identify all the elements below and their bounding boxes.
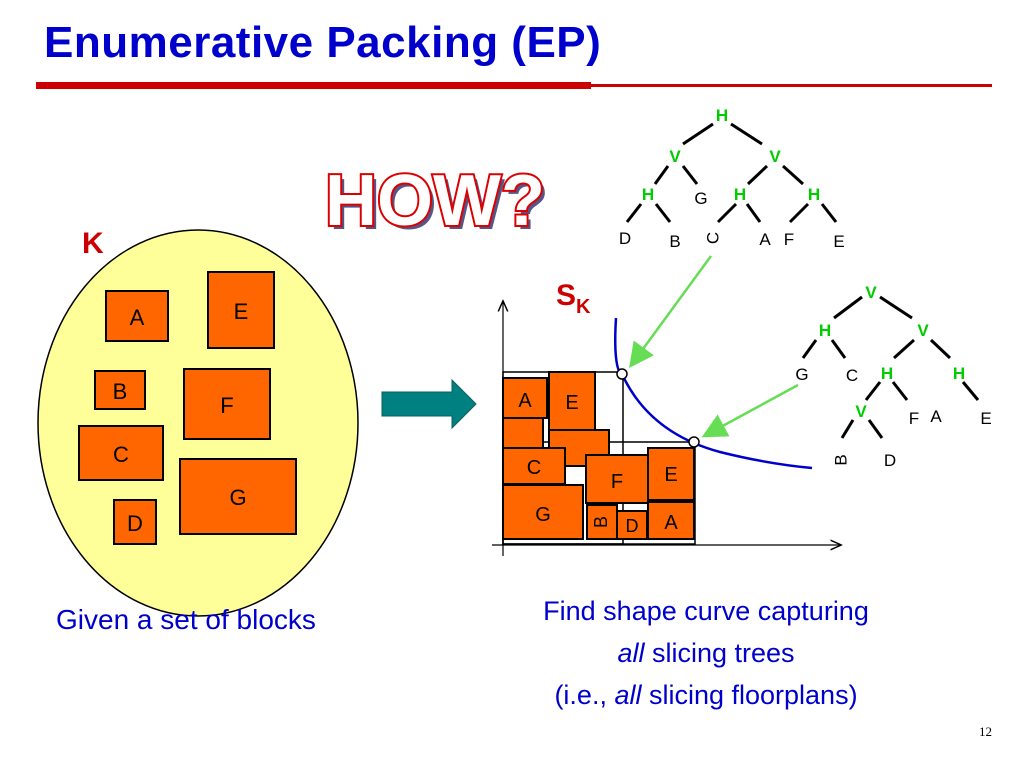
- block-set: A E B F C G D: [78, 271, 297, 545]
- packed-g-label: G: [535, 504, 551, 526]
- packed-a-label: A: [518, 390, 532, 412]
- tree2-op-4: H: [953, 364, 965, 383]
- block-d: [113, 499, 157, 545]
- tree2-op-0: V: [865, 283, 877, 302]
- tree2-leaf-b: B: [831, 454, 850, 465]
- packed-f-label: F: [611, 471, 623, 493]
- tree1-leaf-c: C: [703, 232, 722, 244]
- tree2-op-3: H: [881, 364, 893, 383]
- tree2-leaf-e: E: [980, 409, 991, 428]
- title-underline-accent: [36, 82, 591, 89]
- tree2-leaf-c: C: [846, 366, 858, 385]
- caption-right-line3-pre: (i.e.,: [554, 680, 615, 710]
- caption-right-line3: (i.e., all slicing floorplans): [486, 674, 926, 716]
- curve-label-sub: K: [576, 296, 591, 318]
- how-text: HOW?: [325, 161, 545, 241]
- tree1-op-3: H: [642, 185, 654, 204]
- packed-e2-label: E: [664, 464, 677, 486]
- slide-title: Enumerative Packing (EP): [44, 18, 602, 67]
- tree2-leaf-d: D: [884, 451, 896, 470]
- set-label: K: [82, 227, 104, 260]
- curve-label: SK: [556, 279, 591, 318]
- curve-point-1: [616, 368, 628, 380]
- tree1-op-2: V: [769, 147, 781, 166]
- tree1-op-0: H: [716, 106, 728, 125]
- caption-right-line2: all slicing trees: [486, 632, 926, 674]
- block-a-label: A: [130, 305, 145, 330]
- tree2-leaf-a: A: [930, 407, 942, 426]
- packed-d-label: D: [626, 516, 639, 536]
- curve-point-2: [688, 436, 700, 448]
- block-c: [78, 425, 164, 481]
- caption-right-line3-em: all: [614, 680, 642, 710]
- block-a: [105, 290, 169, 342]
- block-g-label: G: [229, 485, 246, 510]
- right-arrow-icon: [381, 378, 477, 430]
- tree1-leaf-g: G: [694, 189, 707, 208]
- packed-blocks: A E C F E G B D A: [502, 371, 695, 540]
- caption-right-line3-rest: slicing floorplans): [641, 680, 858, 710]
- block-e: [207, 271, 275, 349]
- page-number: 12: [979, 724, 992, 739]
- packed-b-label: B: [591, 516, 611, 528]
- curve-label-main: S: [556, 279, 576, 312]
- block-e-label: E: [234, 299, 249, 324]
- tree1-op-4: H: [734, 185, 746, 204]
- tree1-op-1: V: [669, 147, 681, 166]
- block-c-label: C: [113, 442, 129, 467]
- block-b: [94, 370, 146, 410]
- tree1-op-5: H: [808, 185, 820, 204]
- block-f: [183, 368, 271, 440]
- block-f-label: F: [220, 393, 233, 418]
- tree2-op-1: H: [819, 321, 831, 340]
- tree1-leaf-d: D: [619, 229, 631, 248]
- tree1-leaf-a: A: [759, 230, 771, 249]
- tree2-leaf-f: F: [909, 409, 919, 428]
- tree2-to-point-arrow: [701, 383, 799, 438]
- tree2-op-2: V: [917, 321, 929, 340]
- slicing-tree-2: V H V H H V G C F A E B D: [795, 283, 991, 470]
- block-g: [179, 458, 297, 535]
- caption-right-line1: Find shape curve capturing: [543, 596, 869, 626]
- tree2-leaf-g: G: [795, 365, 808, 384]
- tree1-leaf-f: F: [784, 230, 794, 249]
- tree1-to-point-arrow: [629, 255, 713, 369]
- shape-curve: [614, 317, 813, 470]
- tree1-leaf-e: E: [833, 232, 844, 251]
- how-wordart: HOW? HOW?: [323, 159, 549, 245]
- tree2-op-5: V: [855, 402, 867, 421]
- caption-right: Find shape curve capturing all slicing t…: [486, 590, 926, 716]
- caption-left: Given a set of blocks: [56, 604, 316, 635]
- caption-right-line2-rest: slicing trees: [644, 638, 795, 668]
- how-shadow: HOW?: [329, 165, 549, 245]
- packed-e-label: E: [565, 392, 578, 414]
- packed-a2-label: A: [664, 512, 678, 534]
- block-b-label: B: [113, 379, 128, 404]
- packed-c-label: C: [527, 457, 541, 479]
- caption-right-line2-em: all: [617, 638, 645, 668]
- tree1-leaf-b: B: [669, 232, 680, 251]
- block-d-label: D: [127, 511, 143, 536]
- slicing-tree-1: H V V H H H D B C A F E G: [619, 106, 845, 251]
